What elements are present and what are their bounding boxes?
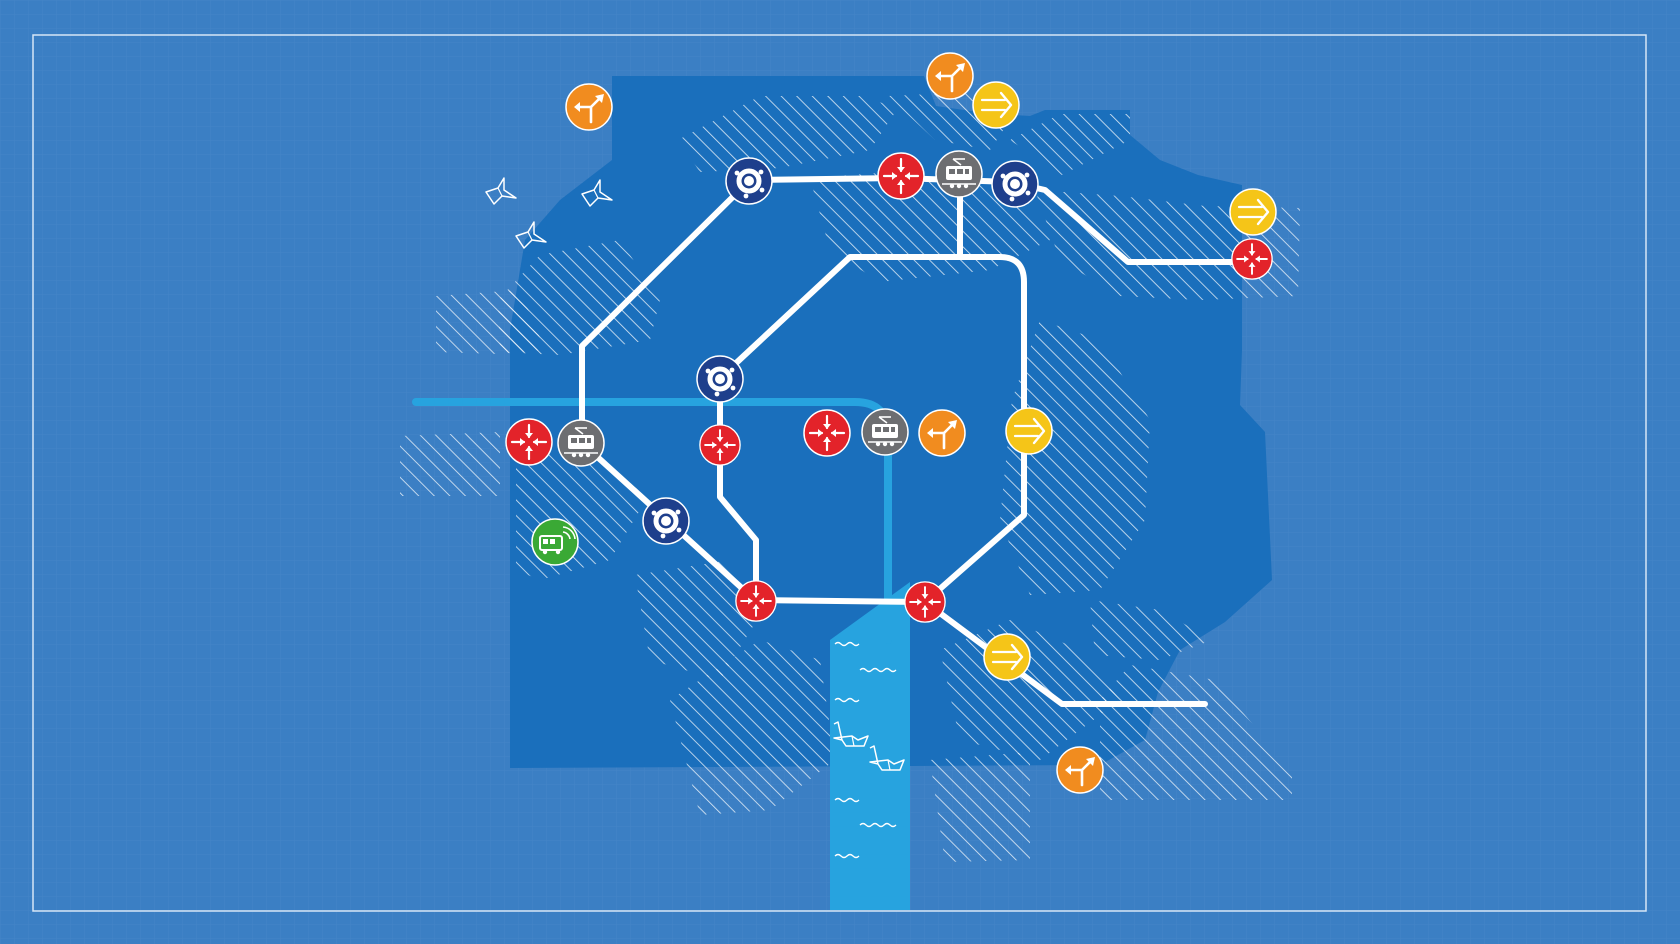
tram-icon[interactable] <box>557 419 605 467</box>
one-way-arrow-icon[interactable] <box>1005 407 1053 455</box>
intersection-arrows-icon[interactable] <box>877 152 925 200</box>
intersection-arrows-icon[interactable] <box>1231 238 1273 280</box>
bus-wifi-icon[interactable] <box>531 518 579 566</box>
bus-markers <box>531 518 579 566</box>
roundabout-icon[interactable] <box>992 161 1038 207</box>
intersection-arrows-icon[interactable] <box>735 580 777 622</box>
roundabout-icon[interactable] <box>726 158 772 204</box>
fork-arrow-icon[interactable] <box>565 83 613 131</box>
one-way-arrow-icon[interactable] <box>983 633 1031 681</box>
intersection-arrows-icon[interactable] <box>699 424 741 466</box>
fork-arrow-icon[interactable] <box>918 409 966 457</box>
intersection-arrows-icon[interactable] <box>904 581 946 623</box>
roundabout-icon[interactable] <box>643 498 689 544</box>
one-way-arrow-icon[interactable] <box>972 81 1020 129</box>
intersection-arrows-icon[interactable] <box>505 418 553 466</box>
fork-arrow-icon[interactable] <box>926 52 974 100</box>
river-waves <box>834 641 897 859</box>
intersection-arrows-icon[interactable] <box>803 409 851 457</box>
tram-icon[interactable] <box>861 408 909 456</box>
map-frame <box>32 34 1647 912</box>
one-way-arrow-icon[interactable] <box>1229 188 1277 236</box>
tram-icon[interactable] <box>935 150 983 198</box>
roundabout-icon[interactable] <box>697 356 743 402</box>
fork-arrow-icon[interactable] <box>1056 746 1104 794</box>
river <box>830 582 910 910</box>
